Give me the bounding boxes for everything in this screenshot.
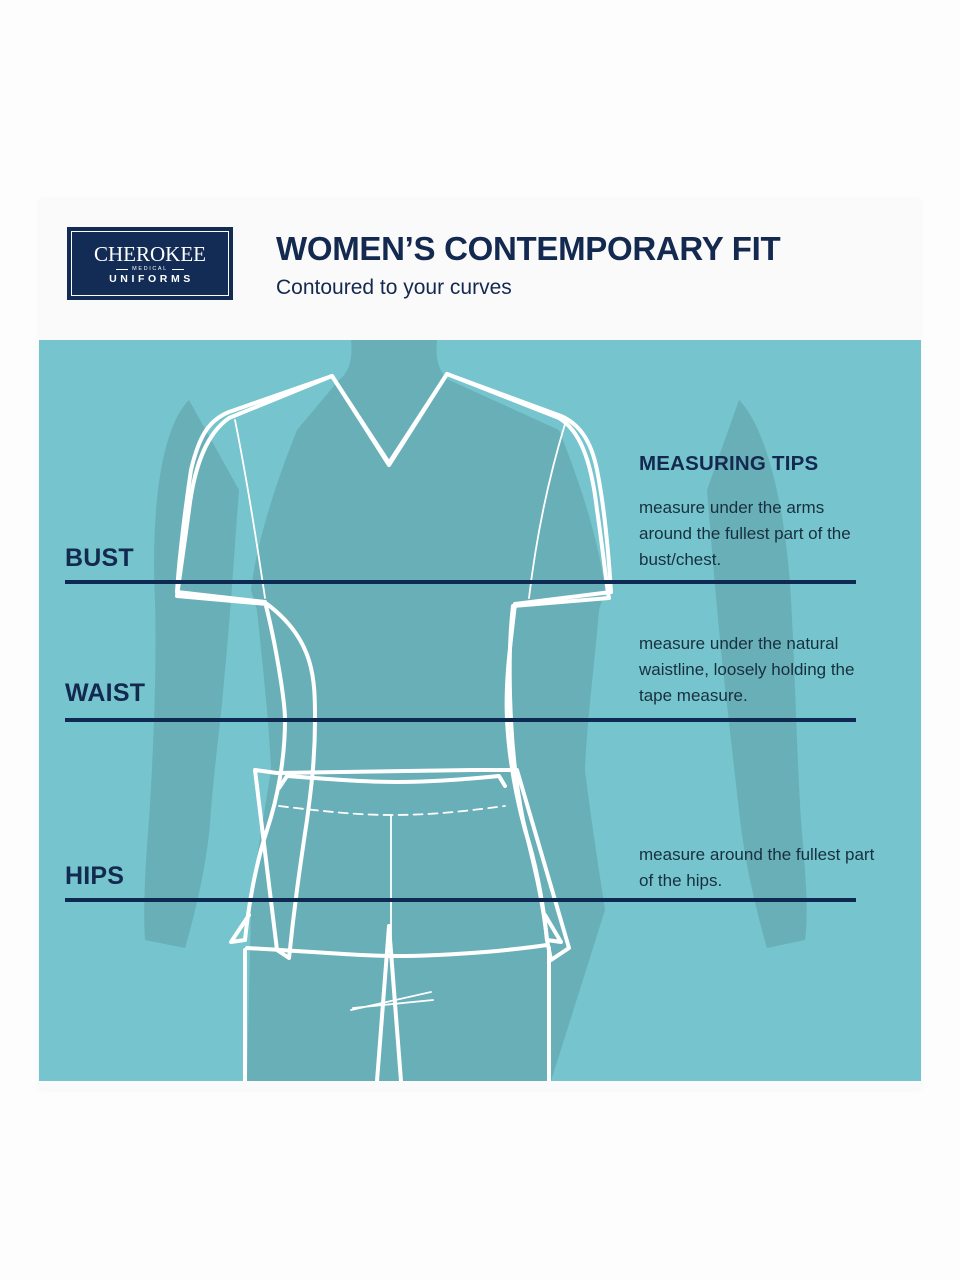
logo-line: UNIFORMS (109, 273, 194, 285)
logo-division-text: MEDICAL (132, 266, 168, 272)
page-subtitle: Contoured to your curves (276, 276, 512, 299)
pants-silhouette (247, 910, 605, 1081)
scrub-figure-illustration (144, 340, 807, 1081)
right-arm-silhouette (707, 400, 807, 948)
left-arm-silhouette (144, 400, 239, 948)
bust-label: BUST (65, 544, 134, 572)
logo-dash-left (116, 268, 129, 270)
waistband-top (285, 774, 507, 788)
waist-line (65, 718, 856, 722)
logo-division: MEDICAL (116, 265, 184, 273)
drawstring (350, 991, 434, 1011)
right-shoulder-line (445, 372, 613, 594)
waist-tip: measure under the natural waistline, loo… (639, 634, 855, 705)
logo-frame: CHEROKEE MEDICAL UNIFORMS (71, 231, 229, 296)
inseam (375, 924, 403, 1081)
hips-label: HIPS (65, 862, 125, 890)
waist-label: WAIST (65, 679, 146, 707)
left-shoulder-line (175, 374, 334, 594)
right-princess-seam (528, 423, 566, 599)
cherokee-logo: CHEROKEE MEDICAL UNIFORMS (67, 227, 233, 300)
waistband-left-edge (277, 774, 289, 790)
logo-dash-right (171, 268, 184, 270)
left-sleeve-hem (175, 590, 267, 604)
v-neck-line (330, 372, 449, 467)
measuring-tips-heading: MEASURING TIPS (639, 452, 819, 475)
hips-tip: measure around the fullest part of the h… (639, 845, 875, 890)
torso-silhouette (249, 340, 605, 910)
right-sleeve-hem (513, 590, 613, 606)
bust-line (65, 580, 856, 584)
shirt-hem (245, 943, 549, 958)
page-title: WOMEN’S CONTEMPORARY FIT (276, 230, 781, 267)
logo-brand-name: CHEROKEE (94, 242, 206, 266)
hips-line (65, 898, 856, 902)
left-princess-seam (234, 419, 266, 599)
measurement-panel: BUST WAIST HIPS MEASURING TIPS measure u… (39, 340, 921, 1081)
bust-tip: measure under the arms around the fulles… (639, 498, 851, 569)
